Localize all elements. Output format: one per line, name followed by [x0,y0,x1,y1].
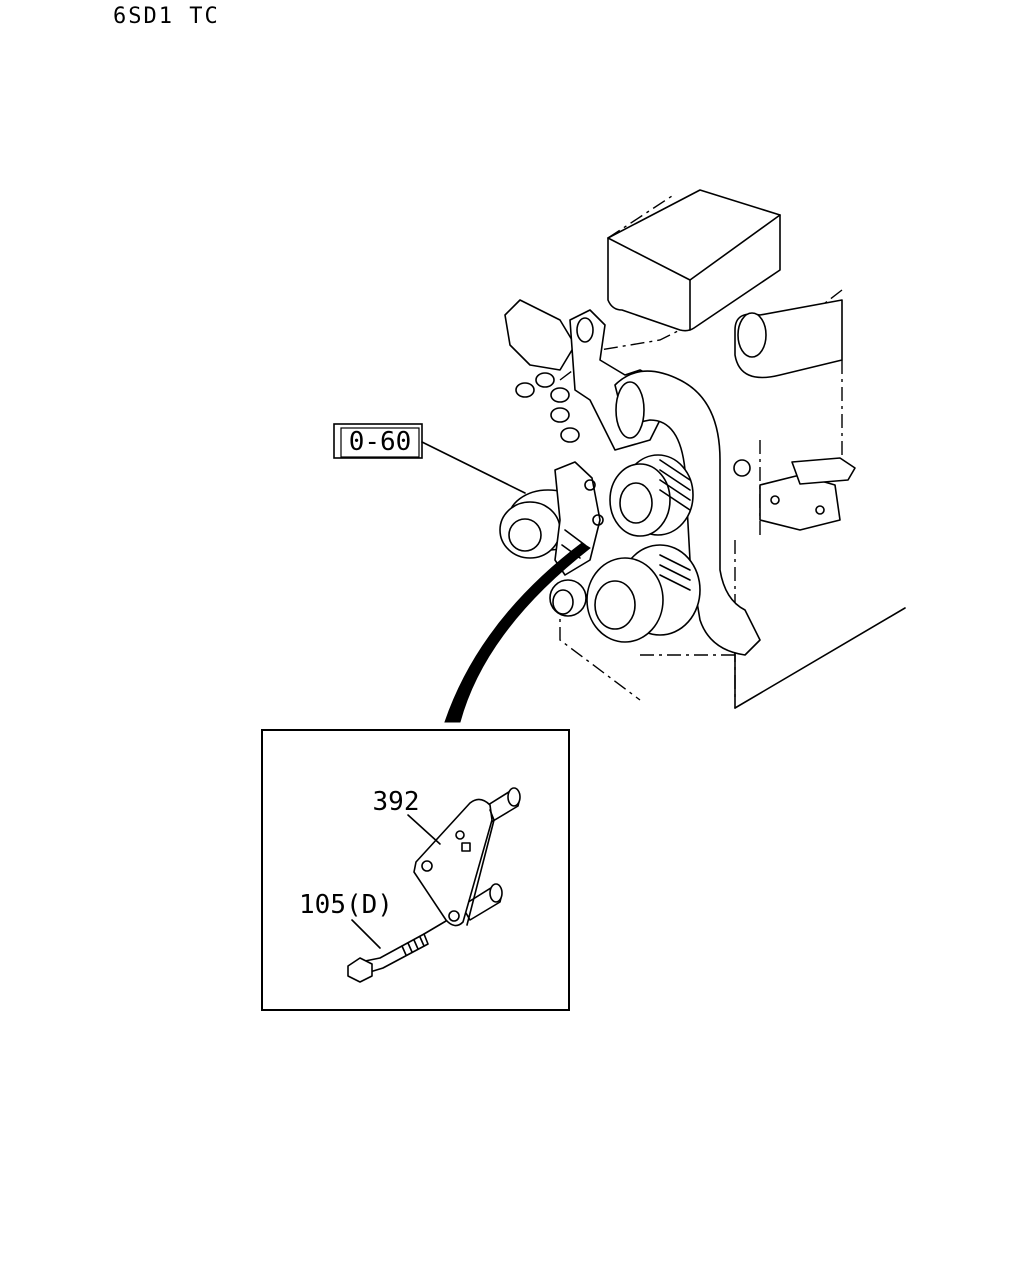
model-code: 6SD1 TC [113,4,220,29]
side-flange [759,457,856,531]
bracket-392-leader [407,814,441,845]
bolt-105d-label: 105(D) [299,890,393,920]
pulleys [499,454,701,643]
group-ref-leader [421,441,526,494]
rocker-cover [607,189,781,332]
detail-callout-pointer [444,542,591,723]
bracket-392 [413,787,521,927]
bolt-105d [347,920,447,983]
bolt-105d-leader [351,919,381,949]
intake-pipe [734,299,843,379]
mounted-bracket [554,461,604,576]
group-ref-box: 0-60 [333,423,423,459]
group-ref-label: 0-60 [349,427,412,457]
bracket-392-label: 392 [373,787,420,817]
